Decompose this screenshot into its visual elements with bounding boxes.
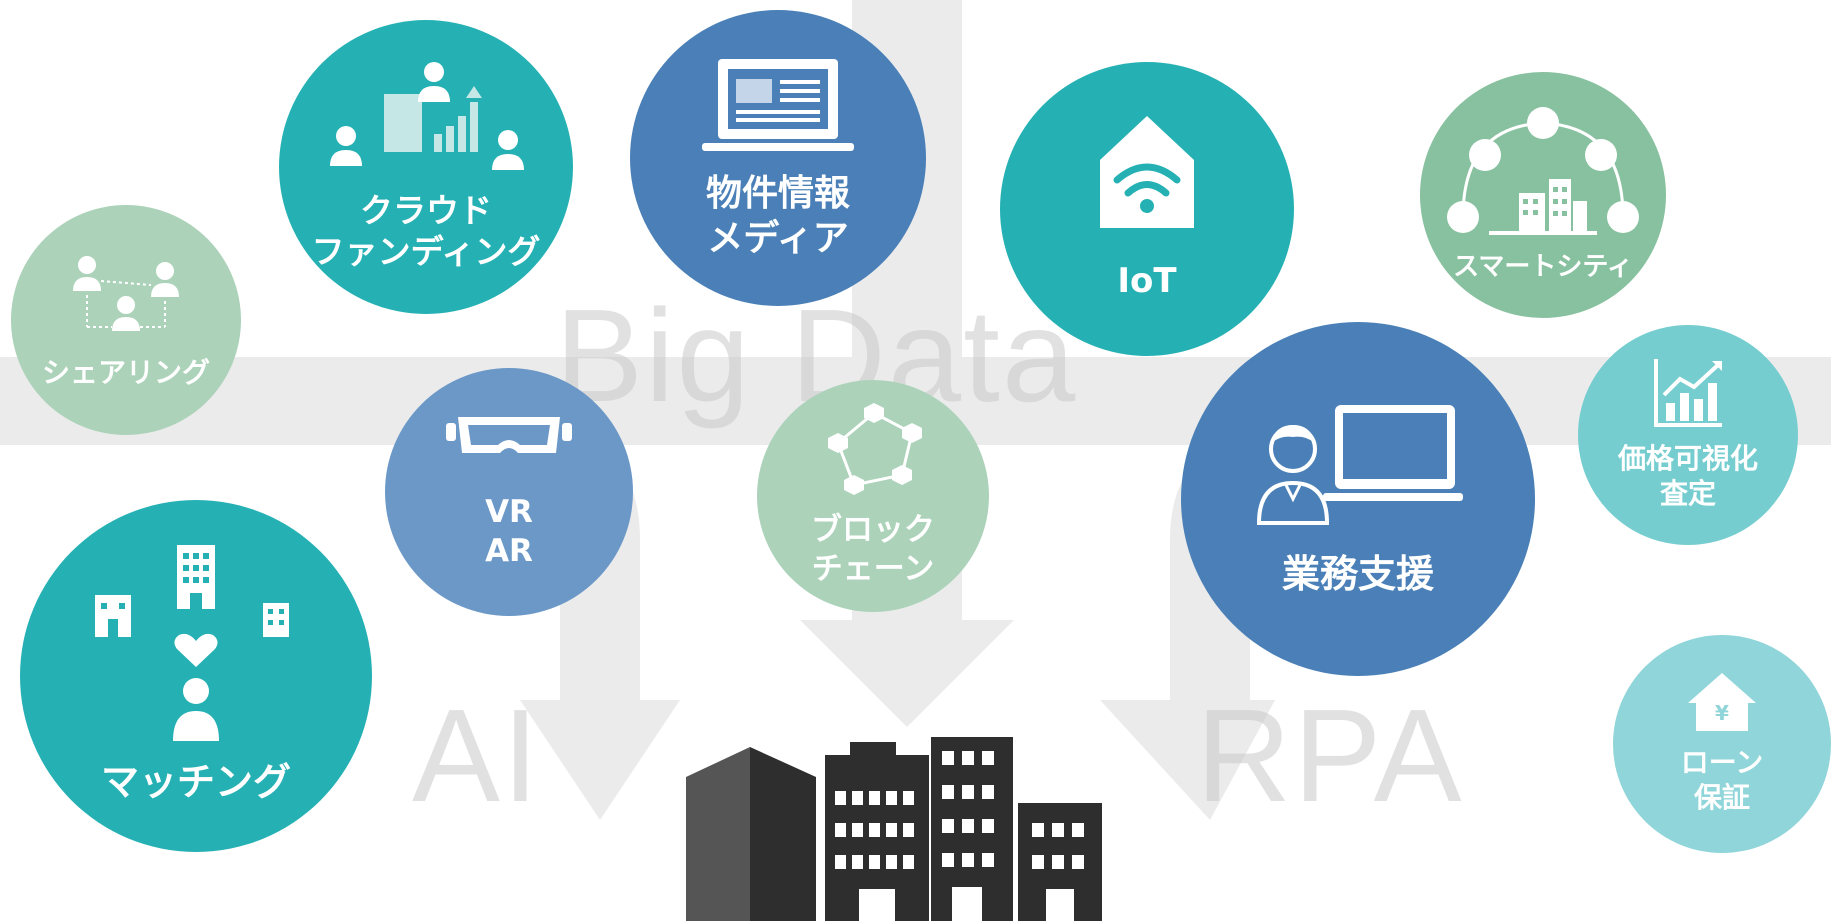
property-media-label-line1: 物件情報 [705,173,850,214]
loan-guarantee-label-line1: ローン [1680,746,1764,779]
rpa-word: RPA [1196,682,1464,829]
ai-word: AI [412,682,541,829]
iot-label: IoT [1117,260,1177,301]
ar-label: AR [485,533,533,569]
business-support-node: 業務支援 [1181,322,1535,676]
laptop-article-icon [702,59,854,151]
buildings-heart-person-icon [95,545,289,742]
iot-node: IoT [1000,62,1294,356]
smart-city-label: スマートシティ [1453,251,1633,282]
crowdfunding-icon [330,61,524,170]
vr-label: VR [485,494,533,531]
vr-goggles-icon [446,417,572,454]
price-visualization-node: 価格可視化 査定 [1578,325,1798,545]
svg-text:¥: ¥ [1715,701,1729,725]
crowdfunding-label-line1: クラウド [360,190,492,230]
property-media-label-line2: メディア [707,218,849,259]
price-visualization-label-line2: 査定 [1659,477,1716,510]
blockchain-node: ブロック チェーン [757,380,989,612]
matching-node: マッチング [20,500,372,852]
sharing-node: シェアリング [11,205,241,435]
blockchain-label-line1: ブロック [811,512,935,549]
office-buildings-icon [686,737,1102,921]
crowdfunding-label-line2: ファンディング [311,232,541,271]
loan-guarantee-label-line2: 保証 [1693,781,1750,814]
blockchain-label-line2: チェーン [811,551,935,587]
crowdfunding-node: クラウド ファンディング [279,20,573,314]
price-visualization-label-line1: 価格可視化 [1617,442,1758,475]
growth-chart-icon [1654,359,1722,427]
property-media-node: 物件情報 メディア [630,10,926,306]
business-support-label: 業務支援 [1281,552,1434,597]
person-laptop-icon [1256,405,1463,526]
people-network-icon [73,255,179,331]
matching-label: マッチング [100,760,291,805]
city-network-icon [1447,106,1639,235]
chain-network-icon [828,403,922,496]
loan-guarantee-node: ¥ ローン 保証 [1613,635,1831,853]
smart-city-node: スマートシティ [1420,72,1666,318]
sharing-label: シェアリング [41,355,210,389]
vr-ar-node: VR AR [385,368,633,616]
smart-home-wifi-icon [1100,115,1194,228]
house-yen-icon: ¥ [1688,673,1756,731]
